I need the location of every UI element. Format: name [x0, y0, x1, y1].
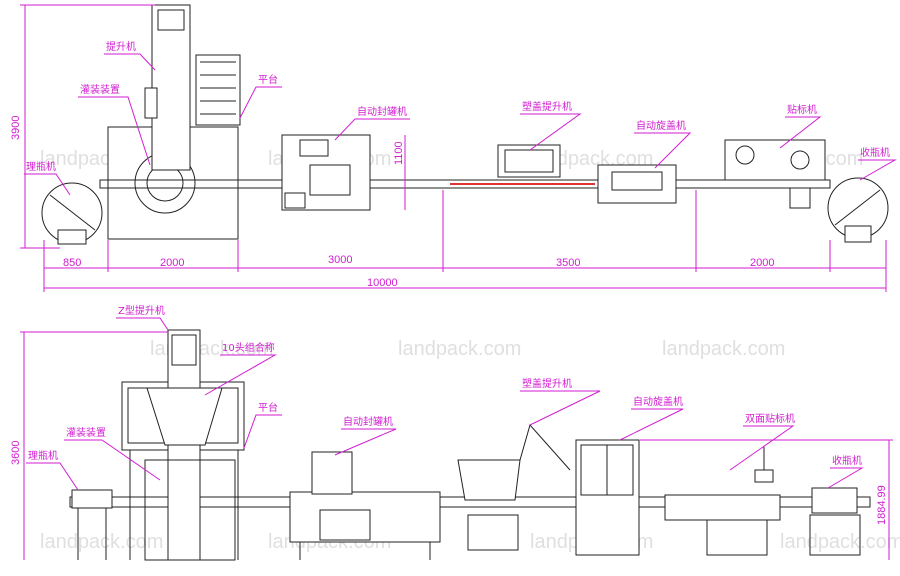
- label-double-labeler: 双面贴标机: [745, 412, 795, 425]
- side-view: 3600 1884.99 Z型提升机 10头组合称 平台 灌装装置 理瓶机 自动…: [10, 304, 893, 561]
- label-bottle-unscrambler: 理瓶机: [26, 160, 56, 173]
- label-can-sealer: 自动封罐机: [357, 105, 407, 118]
- capper-top: [597, 164, 677, 204]
- cap-elevator-side: [457, 459, 521, 501]
- dim-total: 10000: [367, 277, 398, 289]
- label-bottle-unscrambler-side: 理瓶机: [28, 449, 58, 462]
- label-filling-device-side: 灌装装置: [66, 426, 106, 439]
- bottle-collector-side: [811, 487, 858, 514]
- label-can-sealer-side: 自动封罐机: [343, 415, 393, 428]
- label-weigher: 10头组合称: [222, 341, 275, 354]
- capper-side: [575, 439, 640, 556]
- label-platform: 平台: [258, 73, 278, 86]
- height-dimension: 3900: [10, 116, 22, 140]
- labeler-top: [724, 139, 826, 181]
- watermark: landpack.com: [40, 531, 163, 553]
- dim-2000-b: 2000: [750, 257, 774, 269]
- conveyor-top: [99, 179, 831, 189]
- weigher-side: [146, 387, 223, 446]
- label-filling-device: 灌装装置: [80, 83, 120, 96]
- watermark: landpack.com: [780, 531, 900, 553]
- label-cap-elevator-side: 塑盖提升机: [522, 377, 572, 390]
- label-capper: 自动旋盖机: [636, 119, 686, 132]
- dim-2000-a: 2000: [160, 257, 184, 269]
- side-height-dimension: 3600: [10, 441, 22, 465]
- dim-3000: 3000: [328, 254, 352, 266]
- dim-850: 850: [63, 257, 81, 269]
- label-labeler: 贴标机: [787, 103, 817, 116]
- top-view: 3900 1100 850 2000 3000 3500 2000 10000 …: [10, 4, 897, 292]
- label-z-elevator: Z型提升机: [118, 304, 165, 317]
- elevator-top: [151, 4, 191, 171]
- label-bottle-collector-side: 收瓶机: [832, 454, 862, 467]
- label-cap-elevator: 塑盖提升机: [522, 100, 572, 113]
- sealer-width-dimension: 1100: [393, 141, 405, 165]
- can-sealer-side: [289, 491, 441, 543]
- label-platform-side: 平台: [258, 401, 278, 414]
- label-capper-side: 自动旋盖机: [633, 395, 683, 408]
- watermark: landpack.com: [662, 338, 785, 360]
- capper-height-dimension: 1884.99: [876, 485, 888, 525]
- watermark: landpack.com: [398, 338, 521, 360]
- label-bottle-collector: 收瓶机: [860, 146, 890, 159]
- dim-3500: 3500: [556, 257, 580, 269]
- double-labeler-side: [664, 494, 781, 521]
- label-elevator: 提升机: [106, 40, 136, 53]
- can-sealer-top: [281, 134, 371, 211]
